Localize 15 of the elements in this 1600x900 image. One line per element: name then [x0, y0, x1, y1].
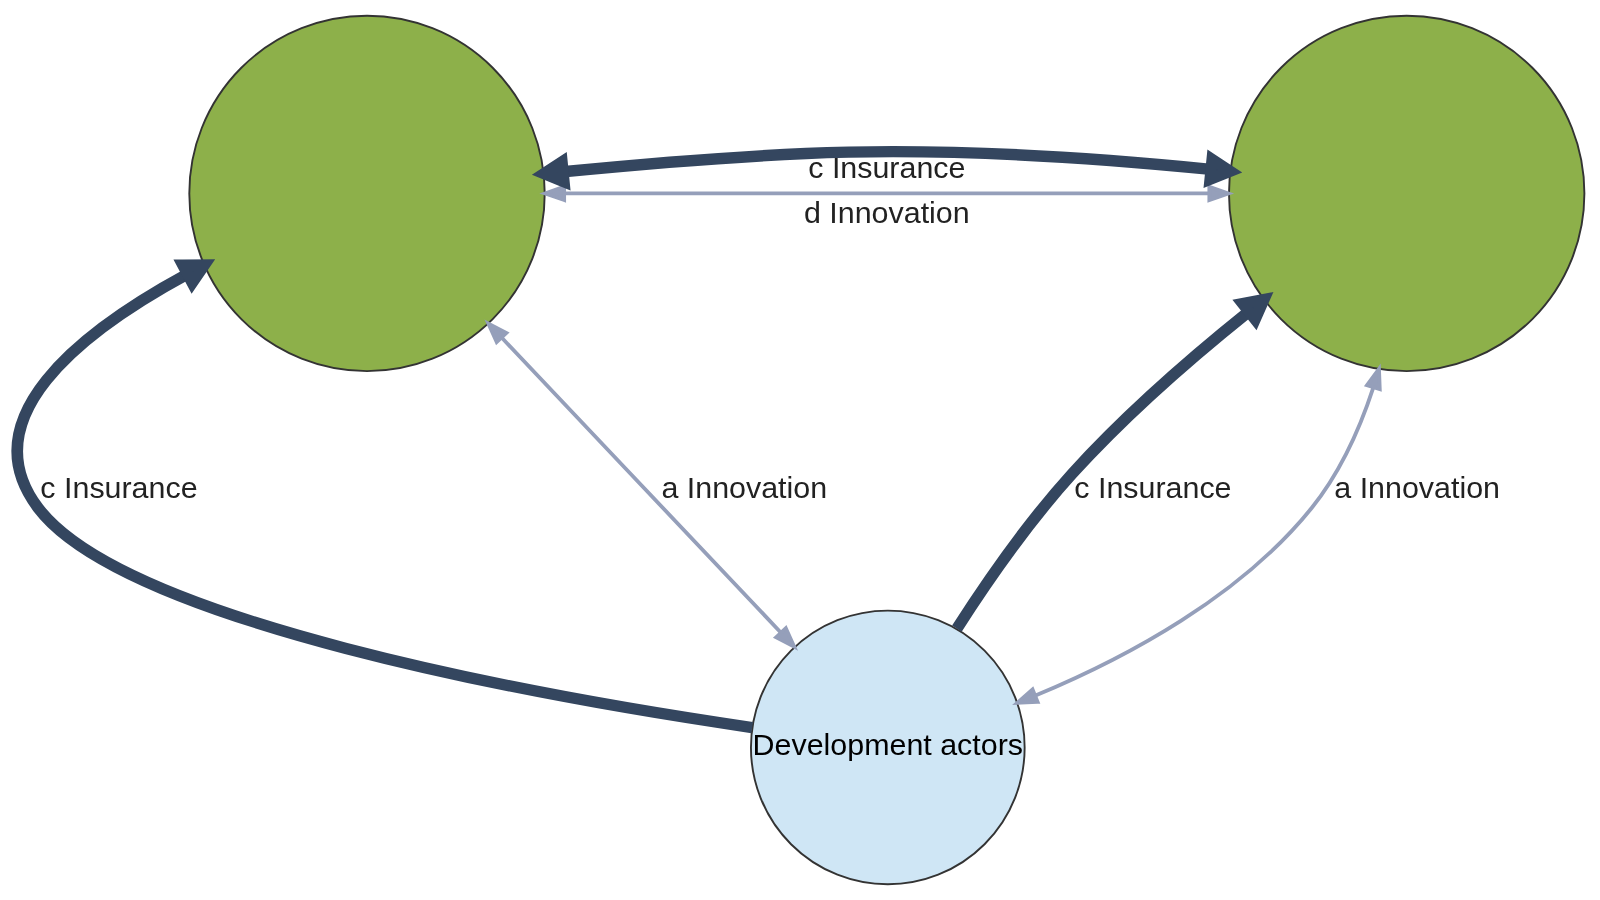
arrow	[538, 184, 1234, 203]
node-picture	[187, 14, 546, 373]
arrow	[1011, 363, 1382, 706]
node-circle: Development actors	[749, 609, 1026, 886]
edge-label: c Insurance	[1073, 470, 1232, 505]
edge-label: a Innovation	[660, 470, 827, 505]
arrow	[11, 259, 753, 734]
arrow	[531, 146, 1242, 191]
node-picture	[1227, 14, 1585, 373]
edge-label: d Innovation	[803, 195, 970, 230]
arrow	[483, 319, 798, 651]
edge-label: c Insurance	[39, 470, 198, 505]
edge-label: a Innovation	[1333, 470, 1500, 505]
edge-label: c Insurance	[807, 149, 965, 184]
arrow	[951, 292, 1273, 632]
